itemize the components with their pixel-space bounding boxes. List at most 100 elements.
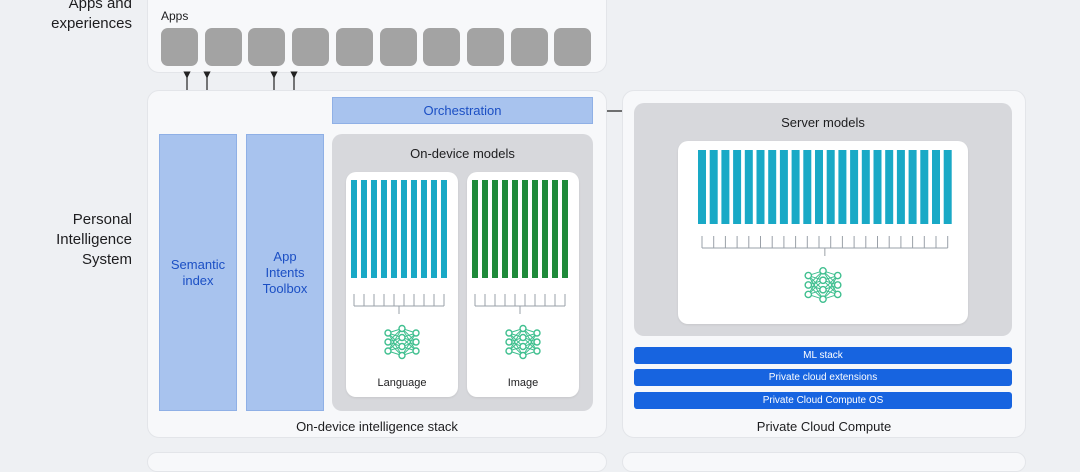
model-weight-bar — [779, 150, 788, 224]
neural-edge — [807, 270, 824, 295]
model-weight-bar — [698, 150, 706, 224]
connector-comb — [353, 294, 445, 314]
neural-edge — [522, 332, 538, 356]
model-weight-bar — [532, 180, 538, 278]
model-weight-bar — [885, 150, 894, 224]
neural-node — [519, 333, 527, 342]
private-cloud-compute-label: Private Cloud Compute — [756, 419, 892, 434]
model-weight-bar — [861, 150, 870, 224]
app-tile — [379, 28, 417, 66]
bottom-panel — [147, 452, 607, 472]
neural-node — [398, 324, 406, 333]
neural-edge — [508, 328, 524, 352]
model-weight-bar — [482, 180, 488, 278]
orchestration-box: Orchestration — [332, 97, 593, 124]
neural-edge — [401, 332, 417, 356]
neural-node — [505, 347, 513, 355]
model-weight-bar — [381, 180, 387, 278]
neural-edge — [387, 328, 403, 352]
app-tile — [423, 28, 461, 66]
private-cloud-compute-os-bar: Private Cloud Compute OS — [634, 392, 1012, 409]
model-weight-bar — [756, 150, 765, 224]
connector-comb — [474, 294, 566, 314]
app-tile — [466, 28, 504, 66]
model-weight-bar — [721, 150, 730, 224]
private-cloud-extensions-bar: Private cloud extensions — [634, 369, 1012, 386]
neural-node — [819, 295, 827, 304]
model-weight-bar — [733, 150, 742, 224]
neural-node — [819, 285, 827, 294]
model-weight-bar — [562, 180, 568, 278]
neural-node — [505, 329, 513, 337]
neural-node — [398, 333, 406, 342]
neural-node — [533, 347, 541, 355]
neural-node — [412, 329, 420, 337]
app-tile — [248, 28, 286, 66]
model-weight-bar — [472, 180, 478, 278]
neural-node — [505, 338, 513, 346]
apps-panel: Apps — [147, 0, 607, 73]
neural-node — [804, 290, 813, 299]
model-weight-bar — [411, 180, 417, 278]
app-tile — [292, 28, 330, 66]
server-model-card — [678, 141, 968, 324]
neural-node — [833, 271, 842, 280]
model-weight-bar — [542, 180, 548, 278]
app-tile — [204, 28, 242, 66]
model-weight-bar — [361, 180, 367, 278]
model-weight-bar — [552, 180, 558, 278]
neural-node — [519, 342, 527, 351]
app-tile — [335, 28, 373, 66]
neural-node — [519, 351, 527, 360]
language-caption: Language — [377, 377, 427, 389]
model-weight-bar — [512, 180, 518, 278]
neural-node — [398, 351, 406, 360]
neural-node — [804, 271, 813, 280]
language-model-card: Language — [346, 172, 458, 397]
neural-node — [384, 338, 392, 346]
neural-network-icon — [505, 324, 541, 360]
model-weight-bar — [932, 150, 940, 224]
model-weight-bar — [838, 150, 847, 224]
model-weight-bar — [371, 180, 377, 278]
neural-node — [833, 290, 842, 299]
model-weight-bar — [744, 150, 753, 224]
apps-row-label: Apps and experiences — [51, 0, 132, 32]
model-weight-bar — [920, 150, 929, 224]
neural-node — [412, 338, 420, 346]
model-weight-bar — [908, 150, 917, 224]
app-tile — [510, 28, 548, 66]
model-weight-bar — [492, 180, 498, 278]
apps-title: Apps — [161, 9, 189, 23]
neural-node — [384, 329, 392, 337]
personal-intelligence-row-label: Personal Intelligence System — [56, 211, 132, 268]
connector-comb — [701, 236, 949, 256]
on-device-models-title: On-device models — [410, 146, 515, 161]
server-model-bars — [698, 150, 952, 304]
server-models-title: Server models — [781, 115, 865, 130]
neural-edge — [822, 275, 839, 300]
model-weight-bar — [421, 180, 427, 278]
neural-network-icon — [384, 324, 420, 360]
model-weight-bar — [431, 180, 437, 278]
image-model-card: Image — [467, 172, 579, 397]
neural-node — [819, 276, 827, 285]
model-weight-bar — [522, 180, 528, 278]
model-weight-bar — [873, 150, 882, 224]
bottom-panel — [622, 452, 1026, 472]
app-tile — [161, 28, 198, 66]
model-weight-bar — [768, 150, 777, 224]
neural-network-icon — [804, 266, 842, 304]
model-weight-bar — [401, 180, 407, 278]
neural-node — [533, 329, 541, 337]
image-caption: Image — [507, 377, 539, 389]
language-model-bars — [351, 180, 447, 360]
model-weight-bar — [815, 150, 823, 224]
neural-node — [804, 281, 813, 289]
app-intents-toolbox-column: App Intents Toolbox — [246, 134, 324, 411]
model-weight-bar — [791, 150, 800, 224]
model-weight-bar — [896, 150, 905, 224]
neural-node — [398, 342, 406, 351]
app-tile — [554, 28, 592, 66]
model-weight-bar — [826, 150, 835, 224]
